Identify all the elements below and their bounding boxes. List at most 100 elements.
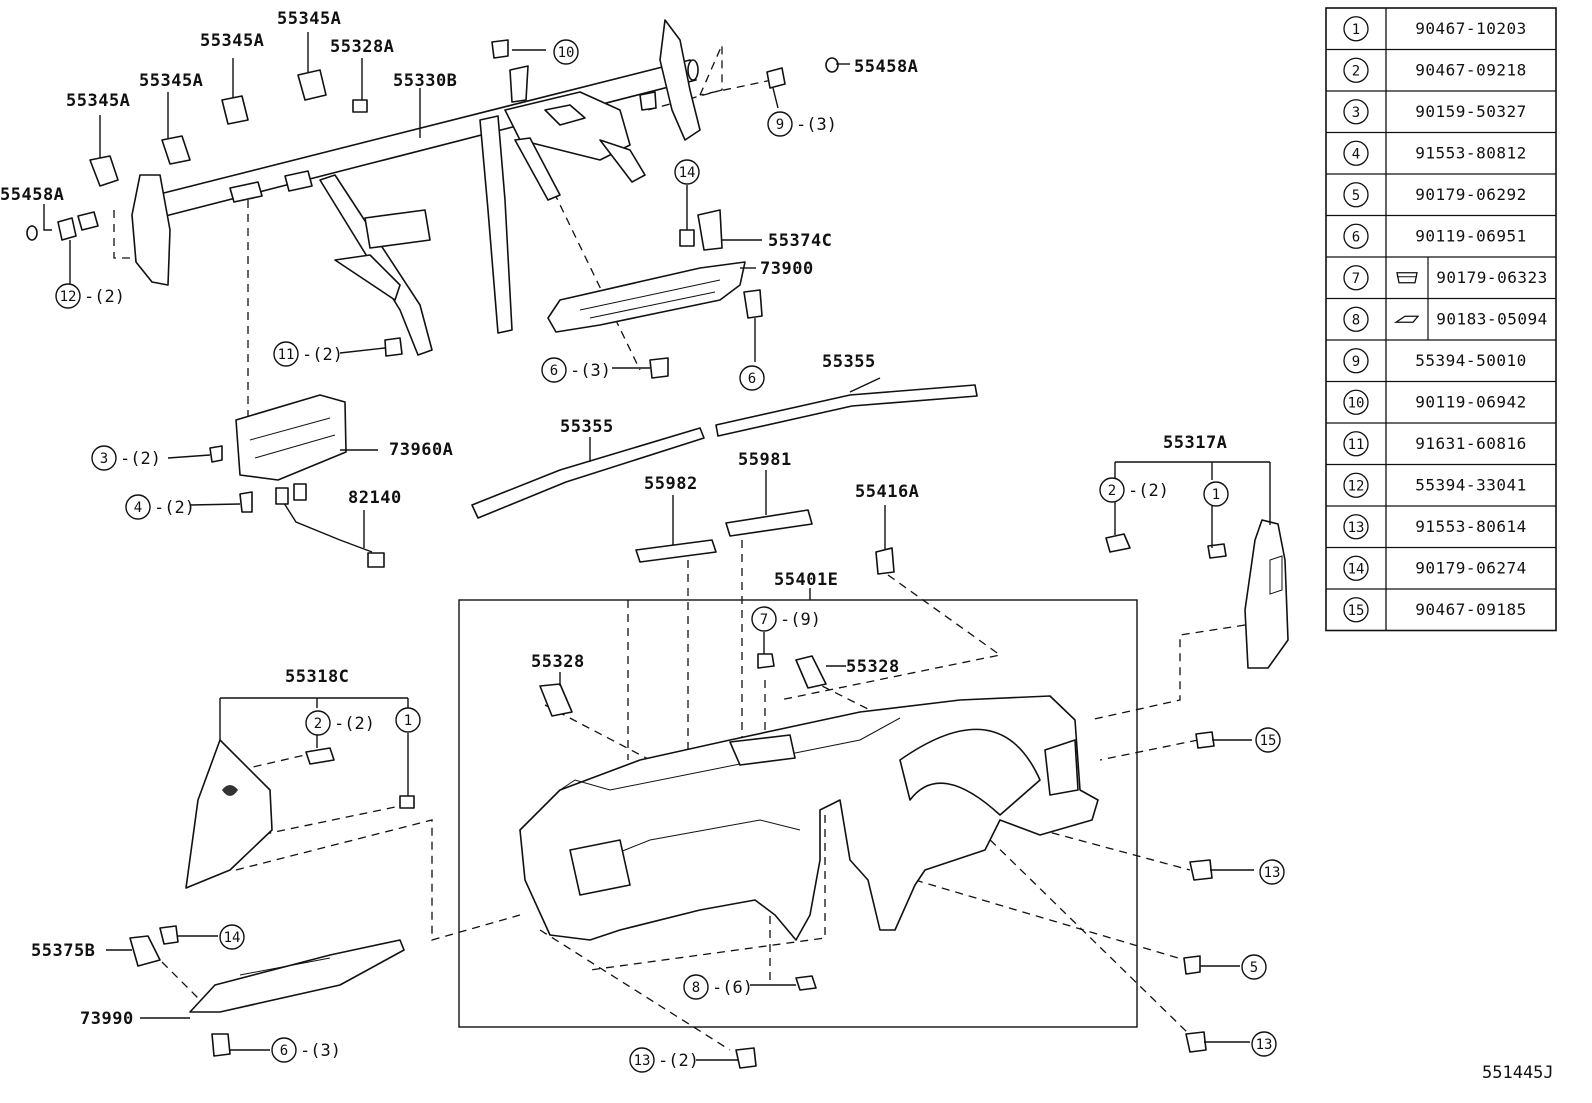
ref-circle [553,39,579,65]
row-number: 8 [1352,312,1360,328]
ref-number: 1 [404,713,412,729]
parts-table-row: 7 90179-06323 [1326,256,1556,299]
panel-reinforcement [131,19,701,356]
ref-r14-top: 14 [674,159,700,185]
clip-55345a-group [89,32,327,187]
row-number-circle [1343,182,1369,208]
row-part-number: 55394-33041 [1415,475,1526,494]
callout-55355-left: 55355 [560,417,614,437]
callout-55374c: 55374C [768,231,832,251]
row-number-circle [1343,348,1369,374]
callout-55345a-3: 55345A [200,31,264,51]
callout-55328-right: 55328 [846,657,900,677]
callout-55355-right: 55355 [822,352,876,372]
row-part-number: 90467-10203 [1415,19,1526,38]
ref-number: 9 [776,117,784,133]
row-number-circle [1343,431,1369,457]
ref-circle [541,357,567,383]
ref-number: 1 [1212,487,1220,503]
ref-circle [629,1047,655,1073]
parts-table-row: 12 55394-33041 [1326,463,1556,498]
ref-circle [1255,727,1281,753]
side-cover-left [185,739,273,889]
ref-quantity: -(2) [84,287,125,307]
row-number-circle [1343,389,1369,415]
ref-number: 7 [760,612,768,628]
clip-55328-left [539,683,573,717]
ref-r2-left: 2-(2) [305,710,375,736]
callout-73990: 73990 [80,1009,134,1029]
row-part-number: 90179-06323 [1436,268,1547,287]
row-part-number: 90119-06951 [1415,226,1526,245]
ref-quantity: -(2) [658,1051,699,1071]
ref-circle [739,365,765,391]
ref-quantity: -(2) [302,345,343,365]
row-number-circle [1343,57,1369,83]
ref-quantity: -(3) [300,1041,341,1061]
ref-r6-top: 6-(3) [541,357,611,383]
callout-55416a: 55416A [855,482,919,502]
ref-circle [1203,481,1229,507]
ref-number: 10 [558,45,575,61]
row-number-circle [1343,472,1369,498]
row-number: 1 [1352,22,1360,38]
ref-number: 12 [60,289,77,305]
lower-fasteners [735,731,1215,1069]
ref-number: 6 [280,1043,288,1059]
ref-circle [219,924,245,950]
row-number-circle [1343,99,1369,125]
row-number: 14 [1348,561,1365,577]
ref-r15: 15 [1255,727,1281,753]
ref-r7: 7 -(9) [751,606,821,632]
row-part-number: 90119-06942 [1415,392,1526,411]
ref-r13-a: 13 [1259,859,1285,885]
row-number-circle [1343,265,1369,291]
leader-lines [43,49,1271,1061]
parts-table-row: 8 90183-05094 [1326,297,1556,340]
glove-box-bracket [547,261,746,333]
ref-quantity: -(9) [780,610,821,630]
ref-circle [767,111,793,137]
instrument-panel [519,695,1099,941]
callout-55317a: 55317A [1163,433,1227,453]
defroster-strip-right [715,384,978,437]
panel-sub-assembly-frame [458,599,1138,1028]
callout-55345a-2: 55345A [139,71,203,91]
ref-number: 4 [134,500,142,516]
ref-r6-bottom: 6 -(3) [271,1037,341,1063]
ref-circle [271,1037,297,1063]
ref-r1-left: 1 [395,707,421,733]
ref-r9: 9-(3) [767,111,837,137]
defroster-nozzle-55982 [635,539,717,563]
ref-number: 13 [1256,1037,1273,1053]
ref-number: 14 [679,165,696,181]
row-number: 9 [1352,354,1360,370]
defroster-strip-left [471,427,705,519]
ref-number: 14 [224,930,241,946]
ref-circle [683,974,709,1000]
ref-r13-bottom: 13-(2) [629,1047,699,1073]
callout-55328-left: 55328 [531,652,585,672]
row-number-circle [1343,306,1369,332]
row-number: 12 [1348,478,1365,494]
row-part-number: 90183-05094 [1436,309,1547,328]
callout-55981: 55981 [738,450,792,470]
row-number-circle [1343,597,1369,623]
row-number: 2 [1352,63,1360,79]
row-number: 7 [1352,271,1360,287]
ref-circle [1251,1031,1277,1057]
row-number-circle [1343,514,1369,540]
ref-circle [395,707,421,733]
ref-circle [305,710,331,736]
ref-r8: 8-(6) [683,974,753,1000]
callout-55345a-4: 55345A [277,9,341,29]
